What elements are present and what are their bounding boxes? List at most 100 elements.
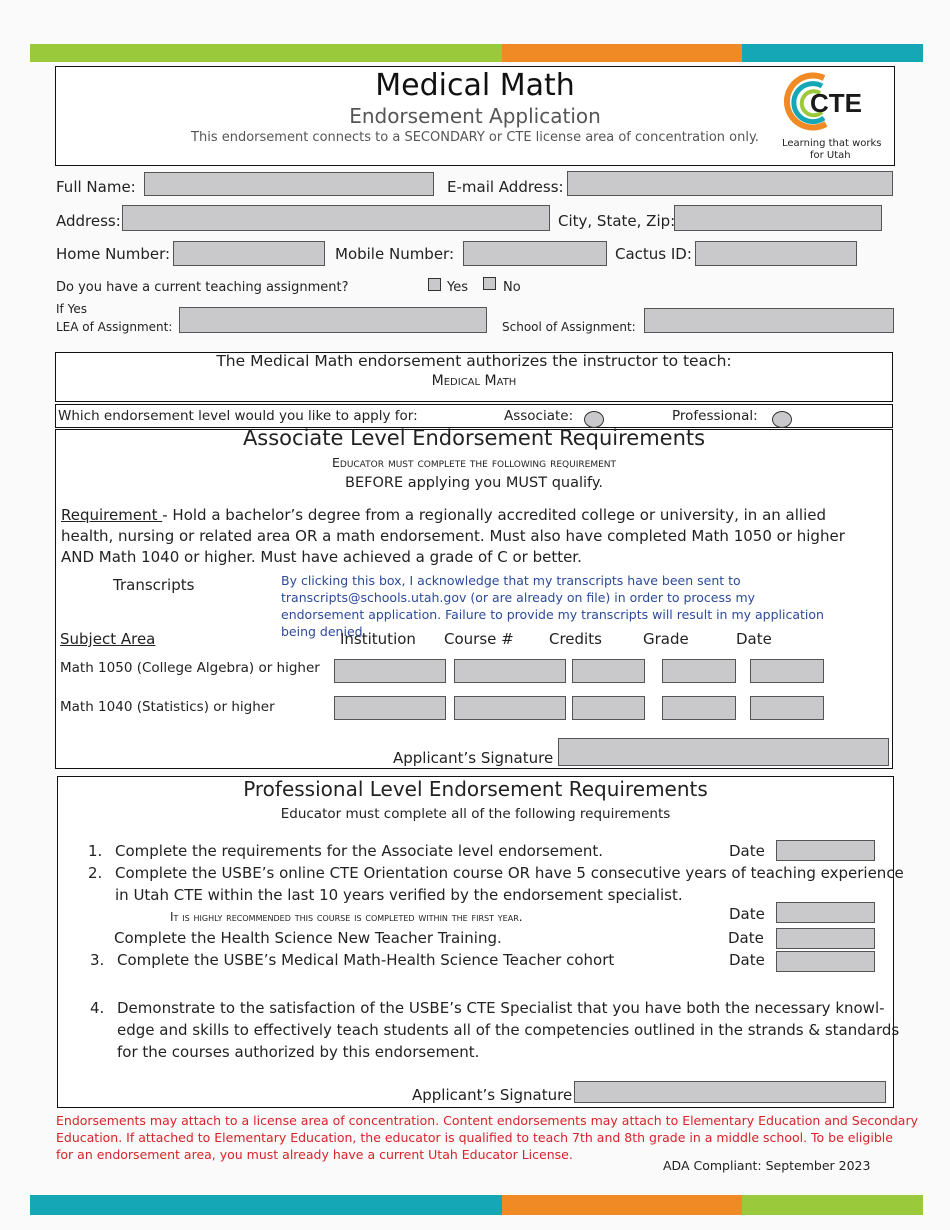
header-note: This endorsement connects to a SECONDARY… <box>191 130 759 145</box>
top-color-bar-orange <box>502 44 742 62</box>
associate-title: Associate Level Endorsement Requirements <box>242 426 706 450</box>
cte-logo: CTE Learning that works for Utah <box>782 70 886 164</box>
item2-text-b: in Utah CTE within the last 10 years ver… <box>115 886 683 904</box>
item4-text-b: edge and skills to effectively teach stu… <box>117 1021 900 1039</box>
teaching-question: Do you have a current teaching assignmen… <box>56 280 349 295</box>
col-subject-area: Subject Area <box>60 630 156 648</box>
bottom-color-bar-orange <box>502 1195 742 1215</box>
school-label: School of Assignment: <box>502 320 636 334</box>
top-color-bar-teal <box>742 44 923 62</box>
math1040-course[interactable] <box>454 696 566 720</box>
ada-compliance: ADA Compliant: September 2023 <box>663 1158 871 1173</box>
item3-date-field[interactable] <box>776 951 875 972</box>
item2-text-a: Complete the USBE’s online CTE Orientati… <box>115 864 904 882</box>
professional-section <box>57 776 894 1108</box>
item2-text-c: Complete the Health Science New Teacher … <box>114 929 502 947</box>
transcripts-label: Transcripts <box>113 576 195 594</box>
math1050-grade[interactable] <box>662 659 736 683</box>
lea-field[interactable] <box>179 307 487 333</box>
cte-tagline-2: for Utah <box>810 150 851 161</box>
email-field[interactable] <box>567 171 893 196</box>
math1040-grade[interactable] <box>662 696 736 720</box>
level-question: Which endorsement level would you like t… <box>58 408 418 424</box>
math1050-course[interactable] <box>454 659 566 683</box>
top-color-bar-green <box>30 44 502 62</box>
professional-signature-field[interactable] <box>574 1081 886 1103</box>
home-number-label: Home Number: <box>56 245 171 263</box>
math1050-date[interactable] <box>750 659 824 683</box>
level-box <box>55 404 893 428</box>
col-date: Date <box>736 630 772 648</box>
professional-level-radio[interactable] <box>772 411 792 428</box>
no-checkbox[interactable] <box>483 277 496 290</box>
cte-swirl-icon <box>783 72 828 131</box>
math1040-institution[interactable] <box>334 696 446 720</box>
associate-level-radio[interactable] <box>584 411 604 428</box>
math1040-date[interactable] <box>750 696 824 720</box>
yes-label: Yes <box>447 280 468 295</box>
footer-note-1: Endorsements may attach to a license are… <box>56 1113 919 1128</box>
item2-date-label: Date <box>729 905 765 923</box>
full-name-label: Full Name: <box>56 178 136 196</box>
page-title: Medical Math <box>375 68 575 103</box>
col-credits: Credits <box>549 630 602 648</box>
header-box <box>55 66 895 166</box>
col-institution: Institution <box>340 630 416 648</box>
professional-signature-label: Applicant’s Signature <box>412 1086 573 1104</box>
col-course-number: Course # <box>444 630 514 648</box>
cte-tagline-1: Learning that works <box>782 138 882 149</box>
mobile-number-field[interactable] <box>463 241 607 266</box>
item4-number: 4. <box>90 999 105 1017</box>
transcripts-acknowledgement[interactable]: By clicking this box, I acknowledge that… <box>281 573 824 639</box>
bottom-color-bar-green <box>742 1195 923 1215</box>
col-grade: Grade <box>643 630 689 648</box>
associate-sub2: BEFORE applying you MUST qualify. <box>345 475 603 491</box>
math1050-institution[interactable] <box>334 659 446 683</box>
row-math-1050: Math 1050 (College Algebra) or higher <box>60 660 320 676</box>
item2-number: 2. <box>88 864 103 882</box>
item2-date-field[interactable] <box>776 902 875 923</box>
cte-logo-text: CTE <box>810 88 862 118</box>
footer-note-3: for an endorsement area, you must alread… <box>56 1147 573 1162</box>
item1-number: 1. <box>88 842 103 860</box>
item1-date-label: Date <box>729 842 765 860</box>
email-label: E-mail Address: <box>447 178 564 196</box>
row-math-1040: Math 1040 (Statistics) or higher <box>60 699 275 715</box>
math1040-credits[interactable] <box>572 696 645 720</box>
requirement-text: - Hold a bachelor’s degree from a region… <box>61 506 845 566</box>
mobile-number-label: Mobile Number: <box>335 245 455 263</box>
associate-level-label: Associate: <box>504 408 574 424</box>
page-subtitle: Endorsement Application <box>349 104 601 128</box>
item3-number: 3. <box>90 951 105 969</box>
city-label: City, State, Zip: <box>558 212 676 230</box>
authorizes-box <box>55 352 893 402</box>
professional-sub: Educator must complete all of the follow… <box>280 806 671 822</box>
item2-note: It is highly recommended this course is … <box>170 910 523 924</box>
yes-checkbox[interactable] <box>428 278 441 291</box>
item3-text: Complete the USBE’s Medical Math-Health … <box>117 951 615 969</box>
no-label: No <box>503 280 521 295</box>
school-field[interactable] <box>644 308 894 333</box>
home-number-field[interactable] <box>173 241 325 266</box>
item3-date-label: Date <box>729 951 765 969</box>
full-name-field[interactable] <box>144 172 434 196</box>
city-field[interactable] <box>674 205 882 231</box>
item4-text-c: for the courses authorized by this endor… <box>117 1043 480 1061</box>
professional-level-label: Professional: <box>672 408 758 424</box>
professional-title: Professional Level Endorsement Requireme… <box>243 777 708 801</box>
item1-date-field[interactable] <box>776 840 875 861</box>
associate-signature-label: Applicant’s Signature <box>393 749 554 767</box>
item2c-date-field[interactable] <box>776 928 875 949</box>
associate-signature-field[interactable] <box>558 738 889 766</box>
item1-text: Complete the requirements for the Associ… <box>115 842 603 860</box>
authorizes-text: The Medical Math endorsement authorizes … <box>216 352 732 370</box>
cactus-id-field[interactable] <box>695 241 857 266</box>
item4-text-a: Demonstrate to the satisfaction of the U… <box>117 999 885 1017</box>
authorized-course: Medical Math <box>431 373 517 389</box>
associate-requirement: Requirement - Hold a bachelor’s degree f… <box>61 505 881 568</box>
item2c-date-label: Date <box>728 929 764 947</box>
bottom-color-bar-teal <box>30 1195 502 1215</box>
address-field[interactable] <box>122 205 550 231</box>
footer-note-2: Education. If attached to Elementary Edu… <box>56 1130 893 1145</box>
math1050-credits[interactable] <box>572 659 645 683</box>
